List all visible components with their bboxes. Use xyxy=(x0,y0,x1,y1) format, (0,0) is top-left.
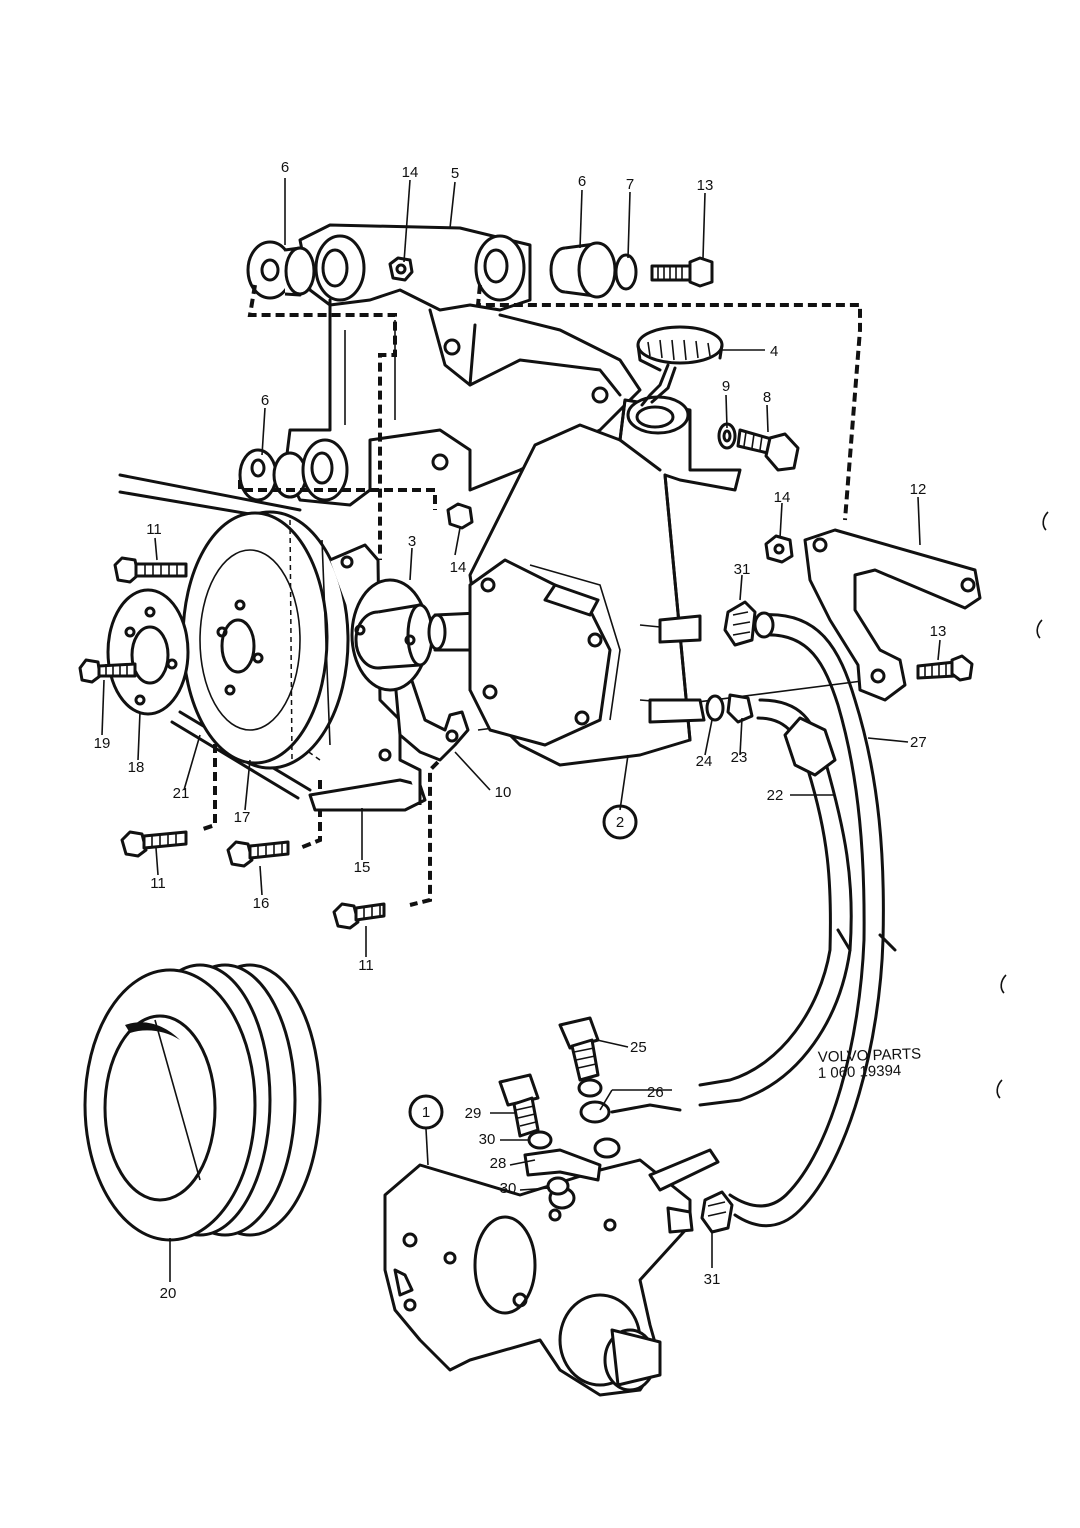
banjo-bolt-25 xyxy=(558,1016,600,1082)
steering-gear-1 xyxy=(383,1148,720,1397)
hub-flange-18 xyxy=(106,588,190,716)
label-17: 17 xyxy=(234,809,251,826)
label-13a: 13 xyxy=(697,177,714,194)
hose-22-pressure xyxy=(698,698,897,1107)
label-21: 21 xyxy=(173,785,190,802)
code-line-1: VOLVO PARTS xyxy=(818,1045,922,1066)
washer-9-bolt-8 xyxy=(717,422,800,472)
bolt-16 xyxy=(226,840,290,868)
pump-reservoir-2 xyxy=(468,395,742,767)
label-11b: 11 xyxy=(150,875,166,892)
pump-hub-3 xyxy=(350,578,434,692)
label-6c: 6 xyxy=(261,392,269,409)
bracket-12 xyxy=(803,528,982,702)
scan-marks xyxy=(996,511,1049,1099)
label-14c: 14 xyxy=(450,559,467,576)
bolt-13-right xyxy=(916,654,974,682)
label-2: 2 xyxy=(616,814,624,831)
label-25: 25 xyxy=(630,1039,647,1056)
bracket-10 xyxy=(393,673,470,762)
label-1: 1 xyxy=(422,1104,430,1121)
banjo-bolt-29 xyxy=(498,1073,540,1138)
code-line-2: 1 060 19394 xyxy=(818,1062,902,1082)
label-24: 24 xyxy=(696,753,713,770)
label-28: 28 xyxy=(490,1155,507,1172)
label-14b: 14 xyxy=(774,489,791,506)
bolt-11-bottom xyxy=(332,902,386,930)
label-22: 22 xyxy=(767,787,784,804)
clamp-31-top xyxy=(723,600,757,647)
circle-1 xyxy=(408,1094,444,1130)
nut-14-right xyxy=(764,534,794,564)
label-4: 4 xyxy=(770,343,778,360)
label-14a: 14 xyxy=(402,164,419,181)
label-30b: 30 xyxy=(500,1180,517,1197)
circle-2 xyxy=(602,804,638,840)
filler-cap-4 xyxy=(636,325,724,407)
label-13b: 13 xyxy=(930,623,947,640)
bolt-11-top xyxy=(113,556,188,584)
nut-14-top xyxy=(388,256,414,282)
label-29: 29 xyxy=(465,1105,482,1122)
label-11c: 11 xyxy=(358,957,374,974)
label-6b: 6 xyxy=(578,173,586,190)
label-6a: 6 xyxy=(281,159,289,176)
label-9: 9 xyxy=(722,378,730,395)
leader-lines xyxy=(101,178,941,1282)
bushing-middle xyxy=(238,438,349,502)
label-23: 23 xyxy=(731,749,748,766)
label-12: 12 xyxy=(910,481,927,498)
crankshaft-pulley-20 xyxy=(83,963,322,1242)
label-11a: 11 xyxy=(146,521,162,538)
bolt-11-left xyxy=(120,830,188,858)
nut-14-middle xyxy=(446,502,474,530)
label-16: 16 xyxy=(253,895,270,912)
label-27: 27 xyxy=(910,734,927,751)
label-31b: 31 xyxy=(704,1271,721,1288)
label-7: 7 xyxy=(626,176,634,193)
pulley-17 xyxy=(181,510,350,770)
label-19: 19 xyxy=(94,735,111,752)
hose-27-return xyxy=(728,611,885,1228)
label-5: 5 xyxy=(451,165,459,182)
label-26: 26 xyxy=(647,1084,664,1101)
bushing-top-right xyxy=(474,234,714,302)
label-3: 3 xyxy=(408,533,416,550)
label-20: 20 xyxy=(160,1285,177,1302)
label-30a: 30 xyxy=(479,1131,496,1148)
clamp-31-bottom xyxy=(700,1190,734,1234)
sealing-washers-26-30 xyxy=(523,1078,682,1196)
part-labels: 6 14 5 6 7 13 4 9 8 6 12 14 11 3 14 31 1… xyxy=(94,159,947,1302)
bolt-19 xyxy=(78,658,137,684)
label-18: 18 xyxy=(128,759,145,776)
label-31a: 31 xyxy=(734,561,751,578)
bushing-top-left xyxy=(246,234,366,302)
label-8: 8 xyxy=(763,389,771,406)
label-10: 10 xyxy=(495,784,512,801)
catalogue-code: VOLVO PARTS 1 060 19394 xyxy=(818,1045,922,1082)
label-15: 15 xyxy=(354,859,371,876)
fitting-23-24 xyxy=(705,693,754,724)
